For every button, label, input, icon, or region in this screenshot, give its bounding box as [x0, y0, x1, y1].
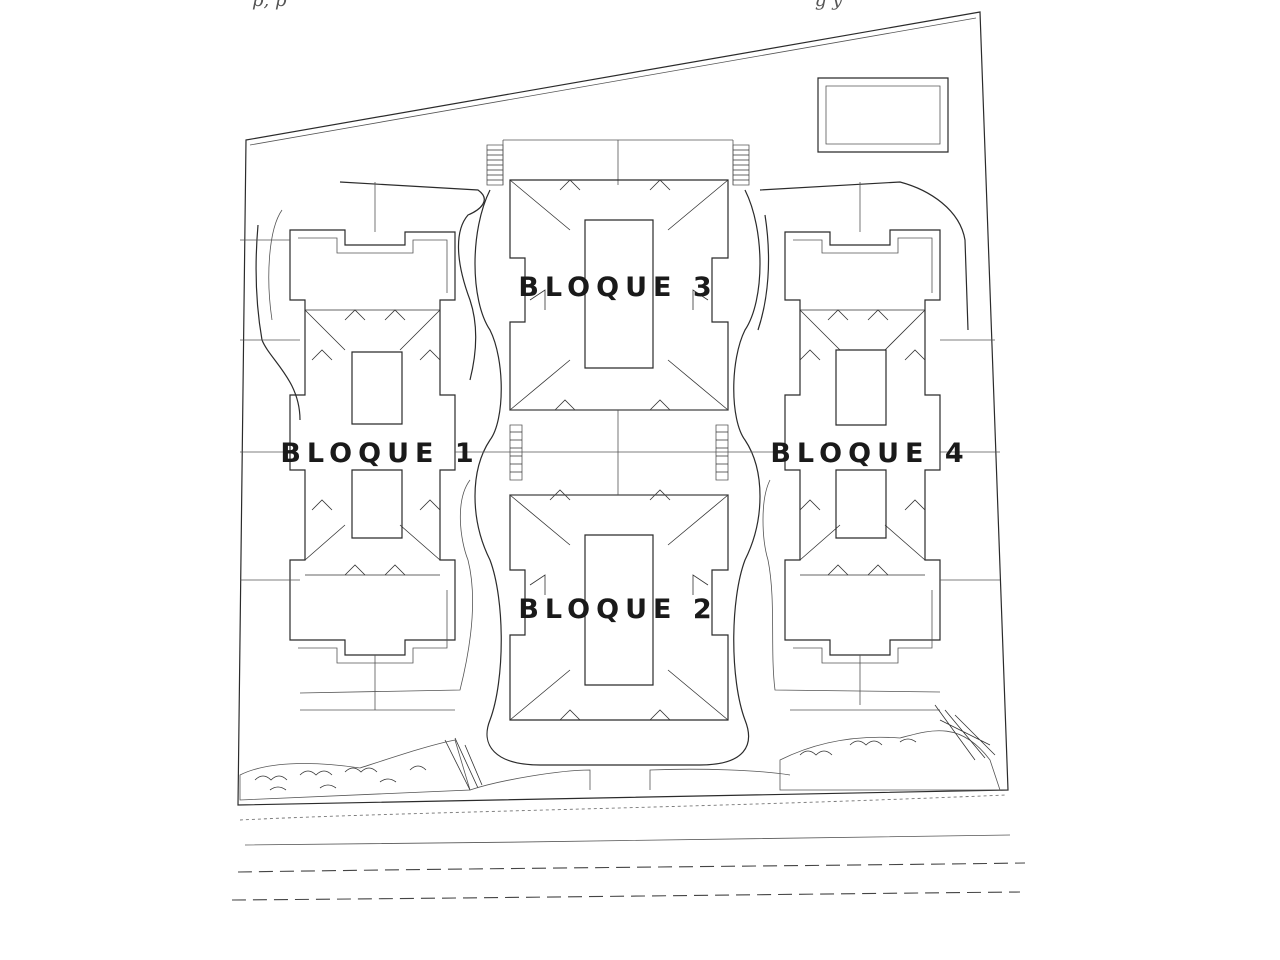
block-4-building	[785, 230, 940, 663]
block-1-building	[290, 230, 455, 663]
street-edge	[245, 835, 1010, 845]
kerb-line	[240, 795, 1005, 820]
block-4-plot-lines	[745, 182, 1000, 710]
site-boundary	[238, 12, 1008, 805]
street-center-line	[238, 863, 1025, 872]
top-note-left: p, p	[252, 0, 287, 11]
block-2-building	[510, 490, 728, 720]
stairs-north-left	[487, 145, 503, 185]
rock-garden-left	[240, 738, 482, 800]
driveway-right	[758, 182, 968, 330]
access-road-outline	[475, 190, 760, 765]
street-far-line	[232, 892, 1020, 900]
central-plaza	[500, 410, 745, 495]
top-note-right: g y	[815, 0, 843, 11]
rock-garden-right	[780, 705, 1000, 790]
stairs-north-right	[733, 145, 749, 185]
approach-road	[470, 769, 790, 790]
plot-lines-north	[503, 140, 733, 185]
block-1-label: BLOQUE 1	[280, 438, 479, 469]
swimming-pool	[818, 78, 948, 152]
block-2-label: BLOQUE 2	[518, 594, 717, 625]
site-inner-boundary	[250, 18, 976, 145]
block-3-label: BLOQUE 3	[518, 272, 717, 303]
driveway-left-inner	[269, 210, 473, 693]
driveway-left	[256, 182, 484, 420]
block-4-label: BLOQUE 4	[770, 438, 969, 469]
block-1-plot-lines	[240, 182, 500, 710]
driveway-right-inner	[763, 480, 940, 692]
